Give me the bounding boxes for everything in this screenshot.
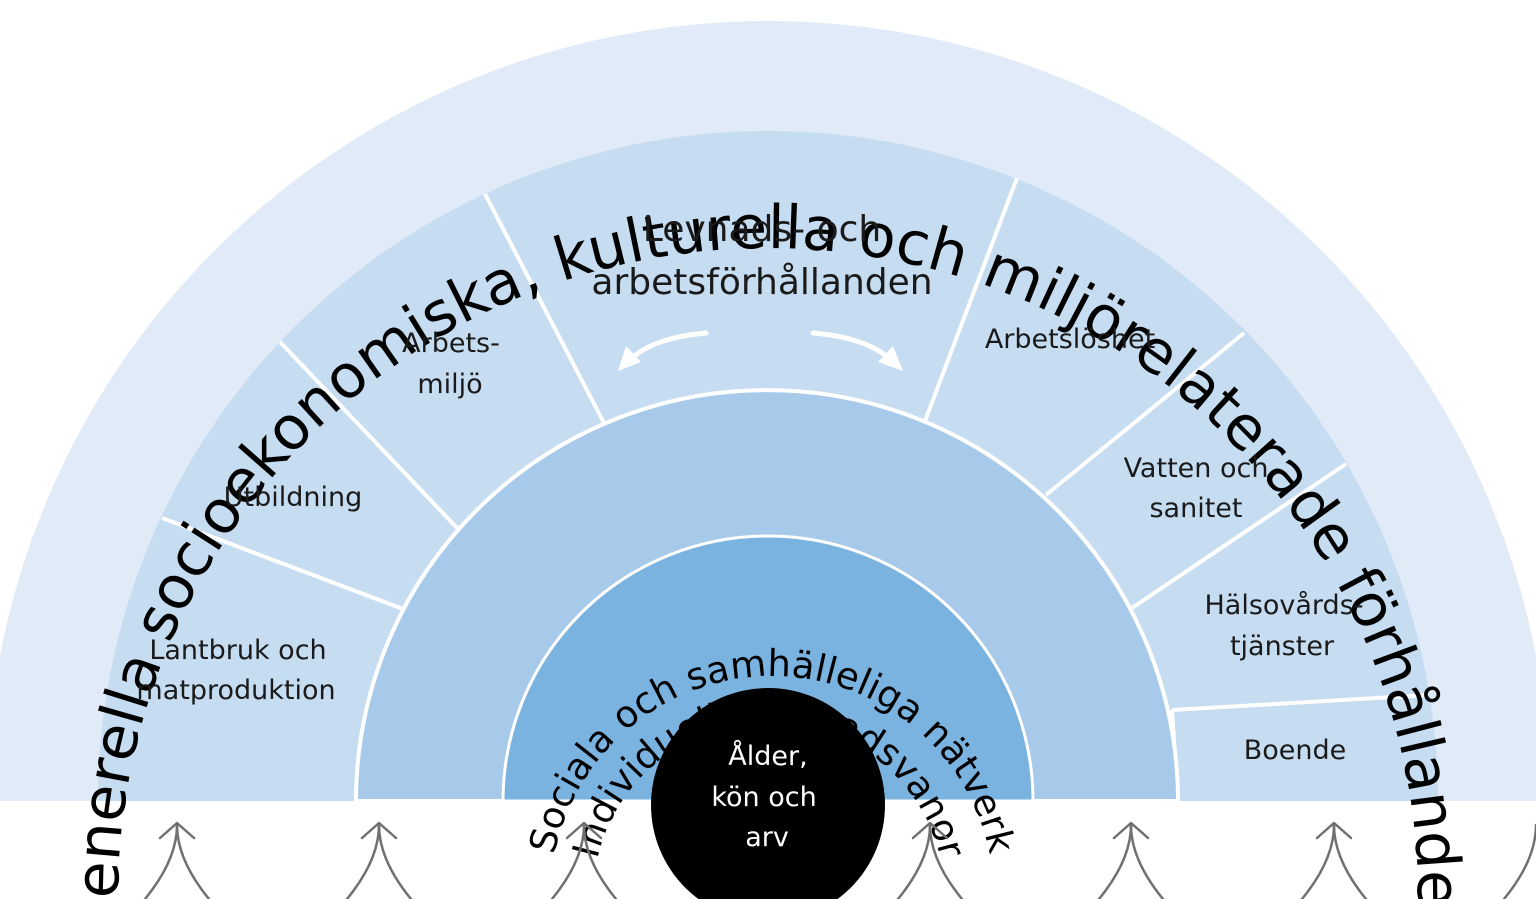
core-circle	[651, 688, 885, 899]
up-arrow-icon	[1097, 821, 1165, 899]
segment-lantbruk-line2: matproduktion	[136, 675, 335, 706]
segment-arbetsmiljo-line2: miljö	[417, 369, 482, 400]
segment-halsovard-line1: Hälsovårds-	[1204, 590, 1363, 621]
individual-lifestyle-ring	[501, 534, 1035, 803]
bidirectional-arrows-icon	[618, 330, 903, 371]
core-line2: kön och	[711, 782, 816, 813]
up-arrow-icon	[345, 821, 413, 899]
segment-lantbruk-line1: Lantbruk och	[149, 635, 326, 666]
segment-halsovard-line2: tjänster	[1230, 631, 1335, 662]
core-line3: arv	[745, 822, 789, 853]
segment-vatten-line2: sanitet	[1149, 493, 1242, 524]
living-working-title-line2: arbetsförhållanden	[591, 262, 932, 303]
up-arrow-icon	[896, 821, 964, 899]
upward-arrows	[143, 821, 1536, 899]
segment-arbetsmiljo-line1: Arbets-	[402, 328, 500, 359]
segment-boende: Boende	[1244, 735, 1347, 766]
segment-utbildning: Utbildning	[224, 482, 363, 513]
up-arrow-icon	[143, 821, 211, 899]
up-arrow-icon	[550, 821, 618, 899]
segment-vatten-line1: Vatten och	[1124, 453, 1269, 484]
up-arrow-icon	[1300, 821, 1368, 899]
living-working-title-line1: Levnads- och	[643, 209, 881, 250]
segment-arbetsloshet: Arbetslöshet	[985, 324, 1155, 355]
core-line1: Ålder,	[728, 740, 807, 772]
